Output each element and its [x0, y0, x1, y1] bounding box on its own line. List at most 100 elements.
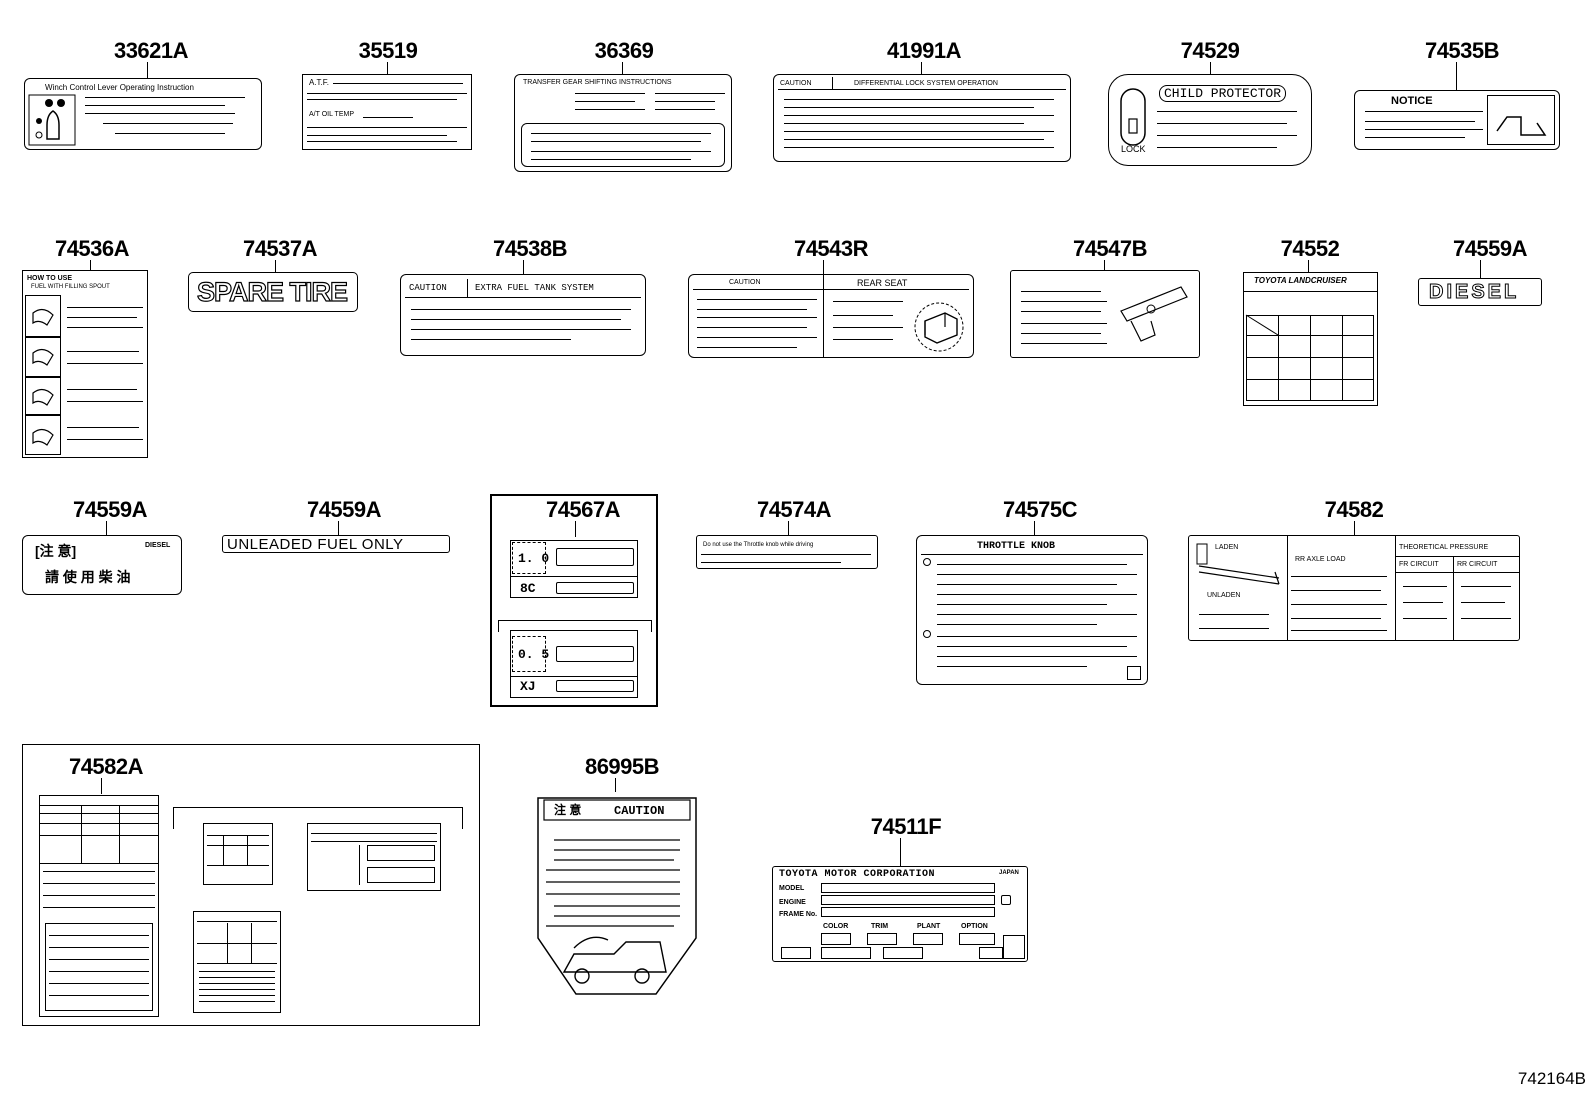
leader-line: [106, 521, 107, 535]
label-vehicle-id-plate: TOYOTA MOTOR CORPORATION JAPAN MODEL ENG…: [772, 866, 1028, 962]
leader-line: [1480, 260, 1481, 278]
part-number-74543R: 74543R: [793, 236, 869, 261]
label-title: THROTTLE KNOB: [977, 541, 1056, 552]
label-text: Do not use the Throttle knob while drivi…: [703, 542, 814, 548]
label-color: COLOR: [823, 923, 849, 930]
leader-line: [338, 521, 339, 535]
label-title: TOYOTA MOTOR CORPORATION: [779, 869, 936, 880]
label-child-protector: CHILD PROTECTOR LOCK: [1108, 74, 1312, 166]
leader-line: [147, 62, 148, 78]
label-notice: NOTICE: [1354, 90, 1560, 150]
part-number-74574A: 74574A: [756, 497, 832, 522]
label-atf: A.T.F. A/T OIL TEMP: [302, 74, 472, 150]
label-rear-seat: CAUTION REAR SEAT: [688, 274, 974, 358]
leader-line: [1354, 521, 1355, 535]
leader-line: [523, 260, 524, 274]
label-cn-caution: 注 意: [554, 803, 582, 817]
part-number-74536A: 74536A: [54, 236, 130, 261]
label-winch-control: Winch Control Lever Operating Instructio…: [24, 78, 262, 150]
label-value-b: 8C: [520, 581, 536, 596]
label-unleaded-fuel: UNLEADED FUEL ONLY: [222, 535, 450, 553]
label-frame: FRAME No.: [779, 911, 818, 918]
leader-line: [387, 62, 388, 74]
part-number-35519: 35519: [358, 38, 418, 63]
label-title: Winch Control Lever Operating Instructio…: [45, 83, 194, 92]
label-rr-circuit: RR CIRCUIT: [1457, 561, 1498, 568]
part-number-74582: 74582: [1324, 497, 1384, 522]
label-cn-caution: [注 意]: [35, 543, 77, 559]
label-title: NOTICE: [1391, 95, 1433, 107]
seat-icon: [914, 302, 964, 352]
label-title: HOW TO USE: [27, 275, 72, 282]
leader-line: [1210, 62, 1211, 74]
mechanism-icon: [1120, 286, 1188, 342]
label-temp-text: A/T OIL TEMP: [309, 111, 354, 118]
label-caution: CAUTION: [409, 283, 447, 293]
label-74547b: [1010, 270, 1200, 358]
part-number-74529: 74529: [1180, 38, 1240, 63]
label-atf-text: A.T.F.: [309, 78, 330, 87]
part-number-36369: 36369: [594, 38, 654, 63]
label-fr-circuit: FR CIRCUIT: [1399, 561, 1439, 568]
label-cn-text: 請 使 用 柴 油: [45, 569, 131, 585]
label-landcruiser: TOYOTA LANDCRUISER: [1243, 272, 1378, 406]
leader-line: [622, 62, 623, 74]
leader-line: [1034, 521, 1035, 535]
leader-line: [788, 521, 789, 535]
label-option: OPTION: [961, 923, 988, 930]
label-throttle-warning: Do not use the Throttle knob while drivi…: [696, 535, 878, 569]
label-caution: CAUTION: [729, 279, 761, 286]
label-transfer-gear: TRANSFER GEAR SHIFTING INSTRUCTIONS: [514, 74, 732, 172]
label-lock: LOCK: [1121, 144, 1146, 154]
label-value-d: XJ: [520, 679, 536, 694]
fuel-nozzle-icon: [32, 308, 54, 446]
label-title: DIFFERENTIAL LOCK SYSTEM OPERATION: [854, 80, 998, 87]
label-74567a-group: 1. 0 8C 0. 5 XJ: [490, 494, 658, 707]
label-diesel-chinese: [注 意] DIESEL 請 使 用 柴 油: [22, 535, 182, 595]
label-fuel-filling: HOW TO USE FUEL WITH FILLING SPOUT: [22, 270, 148, 458]
label-title: DIESEL: [1428, 281, 1520, 303]
part-number-74559A: 74559A: [72, 497, 148, 522]
leader-line: [90, 260, 91, 270]
label-title: SPARE TIRE: [196, 277, 348, 307]
label-74582a-group: [22, 744, 480, 1026]
part-number-41991A: 41991A: [886, 38, 962, 63]
part-number-74535B: 74535B: [1424, 38, 1500, 63]
label-value-a: 1. 0: [518, 551, 550, 566]
part-number-74552: 74552: [1280, 236, 1340, 261]
label-engine: ENGINE: [779, 899, 806, 906]
label-title: CHILD PROTECTOR: [1159, 85, 1287, 102]
part-number-33621A: 33621A: [113, 38, 189, 63]
part-number-74559A: 74559A: [1452, 236, 1528, 261]
label-axle-load: RR AXLE LOAD: [1295, 556, 1346, 563]
part-number-74537A: 74537A: [242, 236, 318, 261]
part-number-74567A: 74567A: [545, 497, 621, 522]
label-japan: JAPAN: [999, 870, 1019, 876]
leader-line: [101, 778, 102, 794]
part-number-86995B: 86995B: [584, 754, 660, 779]
label-sub: FUEL WITH FILLING SPOUT: [31, 284, 110, 290]
door-arrow-icon: [1496, 116, 1547, 136]
label-unladen: UNLADEN: [1207, 592, 1241, 599]
part-number-74559A: 74559A: [306, 497, 382, 522]
label-trim: TRIM: [871, 923, 889, 930]
leader-line: [900, 838, 901, 868]
lock-switch-icon: [1120, 88, 1146, 146]
leader-line: [1104, 260, 1105, 270]
leader-line: [615, 778, 616, 792]
label-title: REAR SEAT: [857, 278, 908, 288]
label-value-c: 0. 5: [518, 647, 550, 662]
label-brake-pressure: LADEN UNLADEN RR AXLE LOAD THEORETICAL P…: [1188, 535, 1520, 641]
winch-lever-icon: [28, 94, 76, 146]
label-spare-tire: SPARE TIRE: [188, 272, 358, 312]
label-title: TRANSFER GEAR SHIFTING INSTRUCTIONS: [523, 79, 672, 86]
label-caution-vehicle: [537, 797, 697, 995]
label-laden: LADEN: [1215, 544, 1239, 551]
part-number-74582A: 74582A: [68, 754, 144, 779]
leader-line: [1456, 62, 1457, 90]
axle-load-diagram: [1196, 543, 1280, 585]
diagonal-mark: [1245, 314, 1279, 336]
part-number-74547B: 74547B: [1072, 236, 1148, 261]
label-differential-lock: CAUTION DIFFERENTIAL LOCK SYSTEM OPERATI…: [773, 74, 1071, 162]
label-diesel: DIESEL: [1418, 278, 1542, 306]
